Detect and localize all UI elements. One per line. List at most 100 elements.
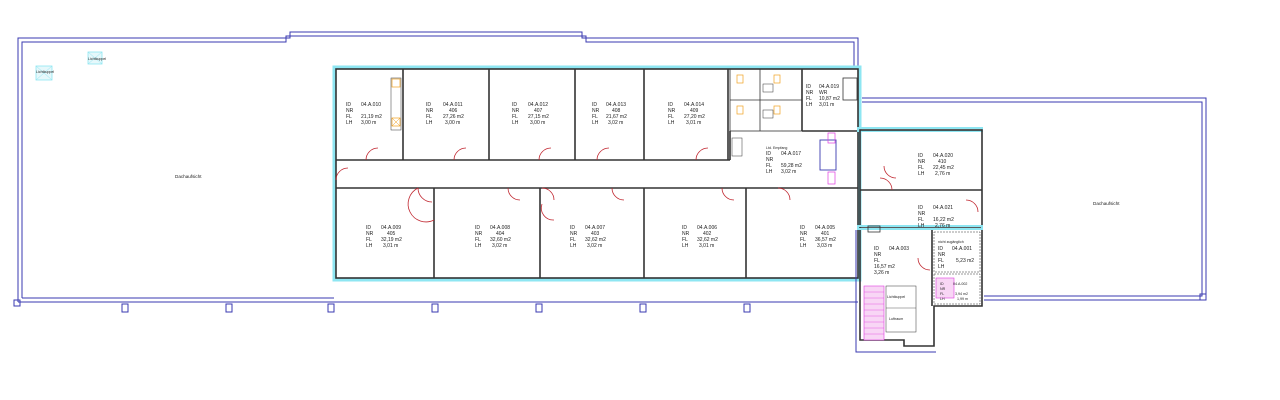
room-id: 04.A.021 xyxy=(933,205,953,211)
skylight-1: Lichtkuppel xyxy=(35,65,54,81)
room-fl-key: FL xyxy=(346,114,352,120)
room-fl: 32,19 m2 xyxy=(381,237,402,243)
room-fl: 32,62 m2 xyxy=(585,237,606,243)
room-fl: 32,60 m2 xyxy=(490,237,511,243)
room-nr: 409 xyxy=(690,108,699,114)
room-fl: 5,23 m2 xyxy=(956,258,974,264)
room-04A021: ID 04.A.021 NR FL 16,22 m2 LH 2,76 m xyxy=(918,205,954,229)
room-field-key: NR xyxy=(766,157,774,163)
room-04A014: ID 04.A.014 NR 409 FL 27,20 m2 LH 3,01 m xyxy=(668,102,705,126)
room-04A012: ID 04.A.012 NR 407 FL 27,15 m2 LH 3,00 m xyxy=(512,102,549,126)
room-nr: 406 xyxy=(449,108,458,114)
room-field-key: LH xyxy=(366,243,373,249)
room-field-key: ID xyxy=(682,225,687,231)
room-field-key: NR xyxy=(512,108,520,114)
room-field-key: FL xyxy=(940,292,944,296)
room-fl: 21,67 m2 xyxy=(606,114,627,120)
room-field-key: ID xyxy=(806,84,811,90)
building-walls xyxy=(335,68,859,279)
room-id: 04.A.003 xyxy=(889,246,909,252)
room-field-key: LH xyxy=(512,120,519,126)
note-empfang: Ltd. Empfang xyxy=(766,146,787,150)
room-field-key: LH xyxy=(918,223,925,229)
room-id: 04.A.019 xyxy=(819,84,839,90)
room-field-key: LH xyxy=(570,243,577,249)
room-lh: 3,01 m xyxy=(699,243,714,249)
room-id: 04.A.014 xyxy=(684,102,704,108)
room-lh: 3,01 m xyxy=(819,102,834,108)
room-lh: 3,02 m xyxy=(492,243,507,249)
skylight-2-label: Lichtkuppel xyxy=(88,57,106,61)
room-field-key: ID xyxy=(918,153,923,159)
room-id: 04.A.005 xyxy=(815,225,835,231)
room-field-key: ID xyxy=(475,225,480,231)
room-field-key: LH xyxy=(475,243,482,249)
roof-label-right: Dachaufsicht xyxy=(1093,201,1120,206)
room-fl: 32,62 m2 xyxy=(697,237,718,243)
room-04A005: ID 04.A.005 NR 401 FL 36,57 m2 LH 3,03 m xyxy=(800,225,836,249)
room-field-key: ID xyxy=(918,205,923,211)
room-id-key: ID xyxy=(346,102,351,108)
room-field-key: NR xyxy=(940,287,946,291)
room-field-key: ID xyxy=(874,246,879,252)
room-04A009: ID 04.A.009 NR 405 FL 32,19 m2 LH 3,01 m xyxy=(366,225,402,249)
note-luftraum: Luftraum xyxy=(889,317,903,321)
room-nr: 405 xyxy=(387,231,396,237)
room-id: 04.A.006 xyxy=(697,225,717,231)
room-fl: 59,28 m2 xyxy=(781,163,802,169)
room-field-key: NR xyxy=(668,108,676,114)
room-lh: 3,03 m xyxy=(817,243,832,249)
room-04A001: nicht zugänglich ID 04.A.001 NR FL 5,23 … xyxy=(938,240,974,270)
room-fl: 27,20 m2 xyxy=(684,114,705,120)
room-nr: 401 xyxy=(821,231,830,237)
room-field-key: LH xyxy=(940,297,945,301)
room-lh: 3,00 m xyxy=(445,120,460,126)
room-field-key: NR xyxy=(426,108,434,114)
room-field-key: LH xyxy=(800,243,807,249)
room-field-key: LH xyxy=(938,264,945,270)
room-field-key: NR xyxy=(874,252,882,258)
room-field-key: ID xyxy=(366,225,371,231)
room-field-key: FL xyxy=(918,165,924,171)
skylight-1-label: Lichtkuppel xyxy=(36,70,54,74)
room-04A006: ID 04.A.006 NR 402 FL 32,62 m2 LH 3,01 m xyxy=(682,225,718,249)
roof-outline-left xyxy=(13,31,859,313)
room-lh: 1,99 m xyxy=(957,297,968,301)
room-fl: 36,57 m2 xyxy=(815,237,836,243)
room-field-key: FL xyxy=(874,258,880,264)
room-lh: 2,76 m xyxy=(935,223,950,229)
entry-zone xyxy=(819,132,837,185)
room-id: 04.A.010 xyxy=(361,102,381,108)
room-nr: 403 xyxy=(591,231,600,237)
room-04A002: ID 04.A.002 NR FL 3,94 m2 LH 1,99 m xyxy=(940,282,968,301)
roof-outline-right xyxy=(862,97,1207,301)
room-lh-key: LH xyxy=(346,120,353,126)
room-field-key: ID xyxy=(512,102,517,108)
room-id: 04.A.001 xyxy=(952,246,972,252)
note-zugang: nicht zugänglich xyxy=(938,240,964,244)
room-field-key: LH xyxy=(426,120,433,126)
room-id: 04.A.007 xyxy=(585,225,605,231)
room-nr: 408 xyxy=(612,108,621,114)
room-field-key: ID xyxy=(668,102,673,108)
room-field-key: FL xyxy=(682,237,688,243)
skylight-2: Lichtkuppel xyxy=(87,51,106,65)
room-lh: 3,02 m xyxy=(608,120,623,126)
roof-label-left: Dachaufsicht xyxy=(175,174,202,179)
room-field-key: NR xyxy=(938,252,946,258)
room-field-key: NR xyxy=(366,231,374,237)
room-field-key: LH xyxy=(668,120,675,126)
room-fl: 27,26 m2 xyxy=(443,114,464,120)
room-field-key: NR xyxy=(918,211,926,217)
room-id: 04.A.017 xyxy=(781,151,801,157)
room-id: 04.A.012 xyxy=(528,102,548,108)
room-field-key: LH xyxy=(918,171,925,177)
room-lh: 2,76 m xyxy=(935,171,950,177)
room-id: 04.A.013 xyxy=(606,102,626,108)
room-nr-key: NR xyxy=(346,108,354,114)
room-id: 04.A.008 xyxy=(490,225,510,231)
room-fl: 16,57 m2 xyxy=(874,264,895,270)
room-field-key: FL xyxy=(570,237,576,243)
room-04A003: ID 04.A.003 NR FL 16,57 m2 3,26 m xyxy=(874,246,909,276)
room-field-key: NR xyxy=(682,231,690,237)
